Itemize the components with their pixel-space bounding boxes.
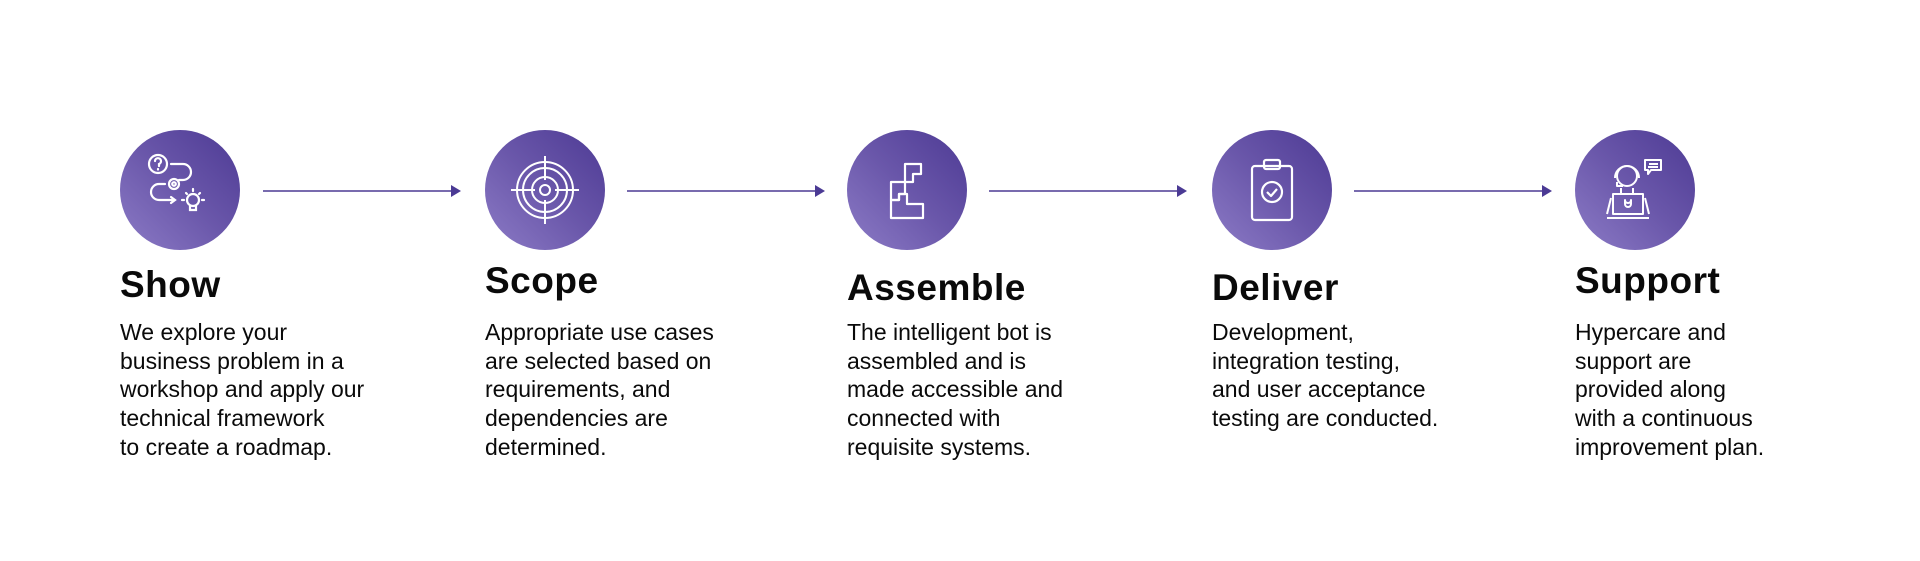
step-description-line: integration testing,: [1212, 347, 1400, 374]
step-scope-icon-circle: [485, 130, 605, 250]
step-description-line: Development,: [1212, 319, 1354, 345]
target-icon: [511, 156, 579, 224]
step-description-line: workshop and apply our: [120, 376, 365, 403]
flow-arrow: [1354, 185, 1552, 197]
step-description-line: We explore your: [120, 319, 288, 345]
step-deliver-icon-circle: [1212, 130, 1332, 250]
step-description-line: dependencies are: [485, 405, 668, 432]
step-description-line: Hypercare and: [1575, 319, 1726, 345]
clipboard-check-icon: [1250, 158, 1294, 222]
step-scope: Scope Appropriate use cases are selected…: [485, 258, 815, 462]
step-description-line: connected with: [847, 405, 1001, 432]
step-description-line: Appropriate use cases: [485, 319, 714, 345]
flow-arrow: [263, 185, 461, 197]
step-support: Support Hypercare and support are provid…: [1575, 258, 1905, 462]
step-deliver: Deliver Development, integration testing…: [1212, 265, 1542, 433]
puzzle-blocks-icon: [889, 162, 925, 220]
step-description-line: requirements, and: [485, 376, 671, 403]
step-title: Show: [120, 264, 221, 305]
step-description-line: testing are conducted.: [1212, 405, 1439, 432]
step-assemble-icon-circle: [847, 130, 967, 250]
step-show: Show We explore your business problem in…: [120, 262, 450, 462]
step-title: Deliver: [1212, 267, 1339, 308]
step-description-line: made accessible and: [847, 376, 1064, 403]
step-description-line: assembled and is: [847, 347, 1026, 374]
workflow-idea-icon: [147, 153, 206, 212]
step-description-line: business problem in a: [120, 347, 344, 374]
flow-arrow: [627, 185, 825, 197]
step-description-line: provided along: [1575, 376, 1726, 403]
step-assemble: Assemble The intelligent bot is assemble…: [847, 265, 1177, 462]
step-title: Scope: [485, 260, 599, 301]
step-title: Support: [1575, 260, 1721, 301]
step-support-icon-circle: [1575, 130, 1695, 250]
step-description-line: with a continuous: [1575, 405, 1753, 432]
step-description-line: technical framework: [120, 405, 325, 432]
step-description-line: improvement plan.: [1575, 433, 1765, 460]
step-description-line: The intelligent bot is: [847, 319, 1052, 345]
step-description-line: support are: [1575, 347, 1692, 374]
step-description-line: to create a roadmap.: [120, 433, 333, 460]
step-show-icon-circle: [120, 130, 240, 250]
step-description-line: requisite systems.: [847, 433, 1032, 460]
step-description-line: and user acceptance: [1212, 376, 1426, 403]
step-description-line: are selected based on: [485, 347, 712, 374]
support-agent-icon: [1606, 159, 1662, 219]
step-title: Assemble: [847, 267, 1026, 308]
step-description-line: determined.: [485, 433, 607, 460]
flow-arrow: [989, 185, 1187, 197]
